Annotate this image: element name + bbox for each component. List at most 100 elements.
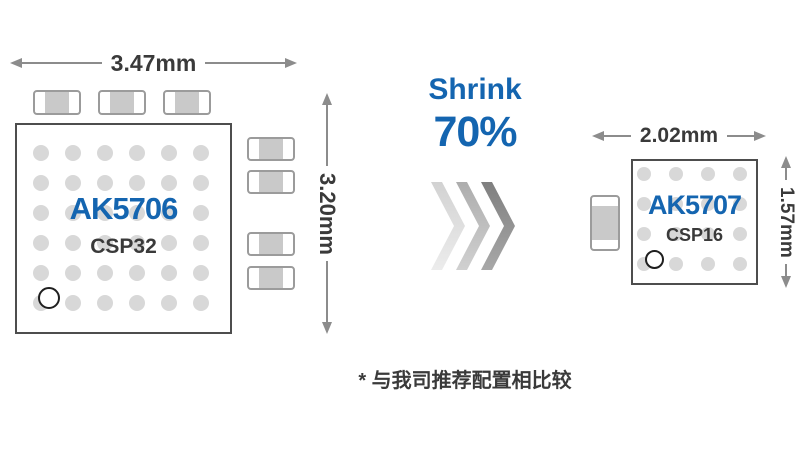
passive-component — [98, 90, 146, 115]
right-package-name: AK5707 — [647, 190, 742, 220]
solder-ball — [161, 265, 177, 281]
left-side-components — [247, 137, 295, 290]
solder-ball — [733, 227, 747, 241]
solder-ball — [65, 235, 81, 251]
component-body — [174, 92, 200, 113]
solder-ball — [97, 235, 113, 251]
pin1-indicator-icon — [645, 250, 664, 269]
solder-ball — [161, 235, 177, 251]
dimension-line — [205, 62, 286, 64]
solder-ball — [669, 197, 683, 211]
dimension-line — [22, 62, 102, 64]
arrowhead-up-icon — [781, 156, 791, 168]
arrowhead-left-icon — [592, 131, 604, 141]
component-body — [258, 234, 284, 254]
right-side-component — [590, 195, 620, 251]
solder-ball — [733, 167, 747, 181]
solder-ball — [669, 167, 683, 181]
solder-ball — [65, 265, 81, 281]
passive-component — [247, 137, 295, 161]
solder-ball — [97, 175, 113, 191]
solder-ball — [637, 197, 651, 211]
solder-ball — [65, 175, 81, 191]
solder-ball — [669, 257, 683, 271]
solder-ball — [193, 145, 209, 161]
solder-ball — [701, 257, 715, 271]
solder-ball — [129, 265, 145, 281]
left-package-type: CSP32 — [90, 235, 157, 258]
solder-ball — [193, 175, 209, 191]
right-package-height-dimension: 1.57mm — [772, 156, 800, 288]
arrowhead-up-icon — [322, 93, 332, 105]
solder-ball — [701, 227, 715, 241]
shrink-label: Shrink — [428, 73, 522, 106]
passive-component — [163, 90, 211, 115]
solder-ball — [33, 145, 49, 161]
solder-ball — [129, 175, 145, 191]
solder-ball — [129, 235, 145, 251]
left-package-height-label: 3.20mm — [315, 172, 340, 255]
dimension-line — [727, 135, 754, 137]
solder-ball — [129, 205, 145, 221]
solder-ball — [33, 235, 49, 251]
arrowhead-down-icon — [781, 276, 791, 288]
solder-ball — [161, 295, 177, 311]
solder-ball — [733, 257, 747, 271]
passive-component — [247, 266, 295, 290]
solder-ball — [33, 265, 49, 281]
component-body — [592, 206, 618, 240]
left-top-components — [33, 90, 211, 115]
dimension-line — [785, 264, 787, 276]
component-body — [258, 172, 284, 192]
solder-ball — [129, 295, 145, 311]
arrowhead-right-icon — [754, 131, 766, 141]
passive-component — [247, 232, 295, 256]
passive-component — [247, 170, 295, 194]
passive-component — [33, 90, 81, 115]
right-package-width-label: 2.02mm — [639, 124, 719, 147]
right-package-type: CSP16 — [665, 225, 724, 245]
shrink-chevrons — [431, 182, 515, 270]
solder-ball — [193, 265, 209, 281]
left-ball-grid — [33, 145, 209, 311]
right-package-height-label: 1.57mm — [776, 186, 797, 258]
solder-ball — [97, 295, 113, 311]
dimension-line — [604, 135, 631, 137]
solder-ball — [33, 175, 49, 191]
solder-ball — [669, 227, 683, 241]
solder-ball — [733, 197, 747, 211]
solder-ball — [65, 205, 81, 221]
solder-ball — [129, 145, 145, 161]
left-package-width-dimension: 3.47mm — [10, 49, 298, 76]
solder-ball — [97, 205, 113, 221]
shrink-percentage: 70% — [433, 108, 517, 156]
shrink-annotation: Shrink 70% — [400, 73, 550, 156]
pin1-indicator-icon — [38, 287, 60, 309]
solder-ball — [161, 145, 177, 161]
passive-component — [590, 195, 620, 251]
solder-ball — [193, 235, 209, 251]
component-body — [44, 92, 70, 113]
left-package-name: AK5706 — [69, 191, 179, 226]
right-ball-grid — [637, 167, 747, 271]
left-package-height-dimension: 3.20mm — [313, 93, 341, 335]
solder-ball — [65, 145, 81, 161]
chevron-right-icon — [431, 182, 465, 270]
solder-ball — [97, 265, 113, 281]
arrowhead-left-icon — [10, 58, 22, 68]
right-package-outline: AK5707 CSP16 — [631, 159, 758, 285]
left-package-outline: AK5706 CSP32 — [15, 123, 232, 334]
solder-ball — [161, 205, 177, 221]
solder-ball — [65, 295, 81, 311]
solder-ball — [193, 205, 209, 221]
solder-ball — [701, 167, 715, 181]
solder-ball — [97, 145, 113, 161]
solder-ball — [701, 197, 715, 211]
footnote-text: * 与我司推荐配置相比较 — [358, 370, 572, 392]
dimension-line — [326, 261, 328, 323]
right-package-width-dimension: 2.02mm — [592, 123, 766, 149]
solder-ball — [637, 227, 651, 241]
solder-ball — [161, 175, 177, 191]
left-package-width-label: 3.47mm — [110, 49, 197, 76]
